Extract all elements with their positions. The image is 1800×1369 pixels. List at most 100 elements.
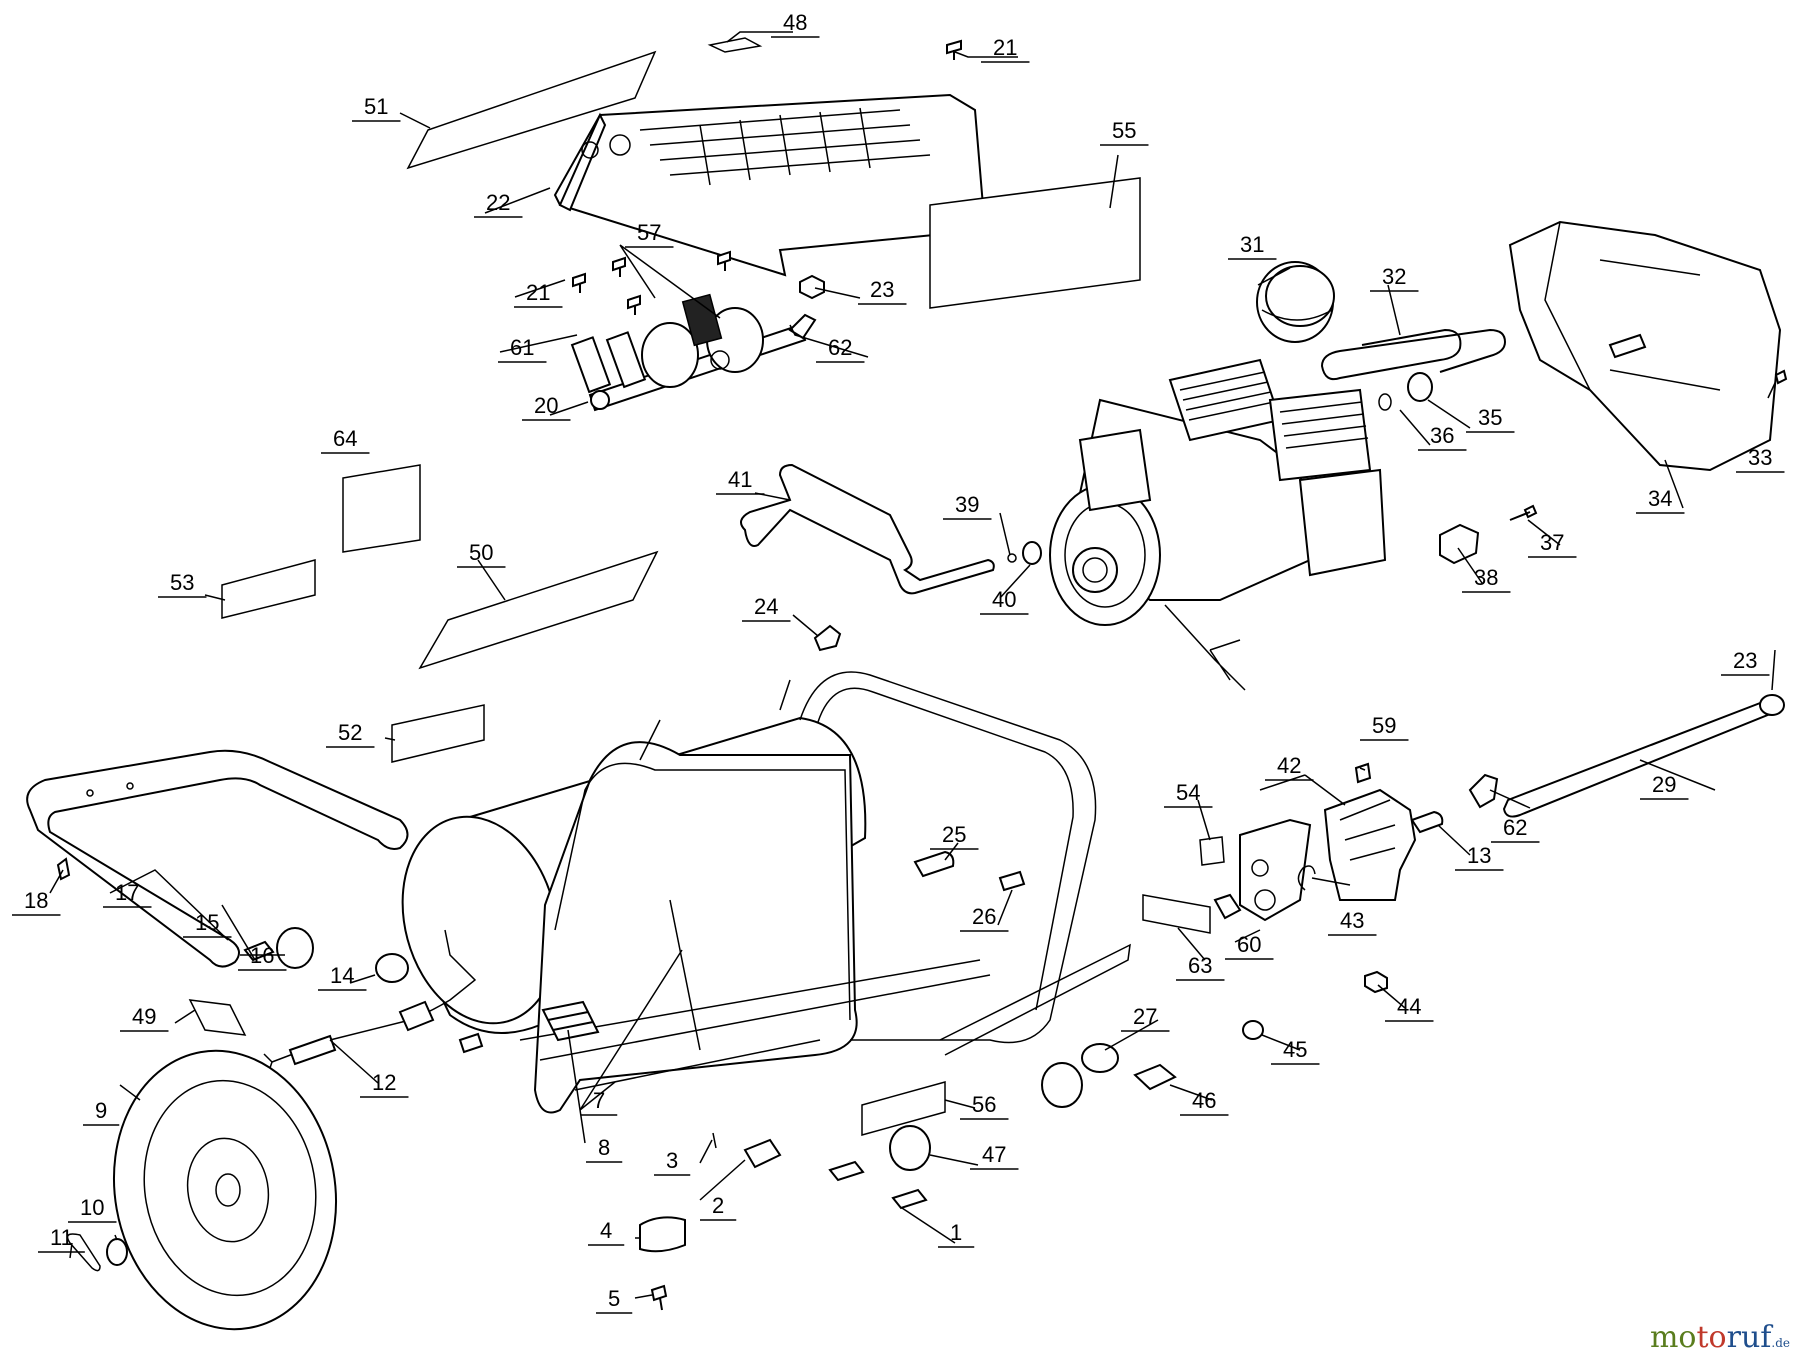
callout-25: 25 [942, 822, 966, 847]
bushing-14 [375, 953, 409, 983]
watermark-tld: .de [1771, 1336, 1790, 1350]
clip-43 [1297, 865, 1316, 891]
callout-61: 61 [510, 335, 534, 360]
callout-56: 56 [972, 1092, 996, 1117]
pressure-switch [1213, 788, 1417, 922]
callout-45: 45 [1283, 1037, 1307, 1062]
callout-16: 16 [250, 943, 274, 968]
valve-2 [743, 1138, 782, 1169]
callout-38: 38 [1474, 565, 1498, 590]
pump-motor [1049, 358, 1387, 691]
callout-1: 1 [950, 1220, 962, 1245]
callout-7: 7 [593, 1088, 605, 1113]
callout-35: 35 [1478, 405, 1502, 430]
watermark-part1: mo [1649, 1320, 1697, 1355]
callout-13: 13 [1467, 843, 1491, 868]
decal-52 [391, 704, 485, 763]
screw-33 [1774, 369, 1788, 385]
callout-8: 8 [598, 1135, 610, 1160]
callout-48: 48 [783, 10, 807, 35]
bushing-47 [889, 1125, 931, 1171]
callout-34: 34 [1648, 486, 1672, 511]
callout-29: 29 [1652, 772, 1676, 797]
callout-63: 63 [1188, 953, 1212, 978]
spring-8 [541, 1000, 600, 1042]
callout-4: 4 [600, 1218, 612, 1243]
pin-3 [712, 1132, 717, 1149]
decal-55 [929, 177, 1141, 309]
bushing-27-b [1041, 1062, 1083, 1108]
callout-17: 17 [115, 880, 139, 905]
elbow-62-right [1468, 773, 1499, 809]
callout-57: 57 [637, 220, 661, 245]
decal-54 [1199, 836, 1225, 866]
callout-32: 32 [1382, 264, 1406, 289]
manifold-assembly [570, 293, 817, 412]
knob-59 [1354, 762, 1372, 784]
bolt-37 [1509, 504, 1538, 521]
decal-63 [1142, 894, 1211, 934]
cotter-pin-11 [66, 1233, 101, 1272]
decal-50 [418, 550, 659, 670]
callout-39: 39 [955, 492, 979, 517]
callout-51: 51 [364, 94, 388, 119]
decal-53 [221, 559, 316, 619]
fitting-25 [913, 850, 955, 878]
callout-11: 11 [50, 1225, 73, 1250]
screws-21-small [572, 39, 962, 315]
shroud-cover [553, 93, 987, 277]
watermark-part3: ruf [1726, 1320, 1772, 1355]
callout-62-top: 62 [828, 335, 852, 360]
callout-18: 18 [24, 888, 48, 913]
wheel-9 [112, 1049, 338, 1331]
rear-cover-34 [1508, 220, 1782, 472]
leader-lines [49, 31, 1776, 1299]
callout-23-right: 23 [1733, 648, 1757, 673]
fitting-24 [813, 624, 842, 652]
tube-41 [740, 463, 995, 595]
callout-23-top: 23 [870, 277, 894, 302]
ring-39 [1007, 553, 1017, 563]
washer-36 [1378, 393, 1392, 411]
fitting-26 [998, 870, 1026, 892]
callout-43: 43 [1340, 908, 1364, 933]
screw-5 [650, 1284, 668, 1311]
callout-31: 31 [1240, 232, 1264, 257]
callout-26: 26 [972, 904, 996, 929]
callout-47: 47 [982, 1142, 1006, 1167]
nut-35 [1407, 372, 1433, 402]
callout-62-right: 62 [1503, 815, 1527, 840]
callout-46: 46 [1192, 1088, 1216, 1113]
callout-labels: 1 2 3 4 5 7 8 9 10 11 12 13 14 15 16 17 … [12, 10, 1785, 1314]
motoruf-watermark-logo: motoruf.de [1650, 1320, 1790, 1355]
decal-51 [406, 50, 657, 170]
frame [519, 671, 1131, 1114]
bushing-27-a [1081, 1043, 1119, 1073]
foot-4 [639, 1216, 686, 1253]
callout-22: 22 [486, 190, 510, 215]
nut-23-right [1759, 694, 1785, 716]
callout-2: 2 [712, 1193, 724, 1218]
callout-20: 20 [534, 393, 558, 418]
callout-5: 5 [608, 1286, 620, 1311]
nut-45 [1242, 1020, 1264, 1040]
callout-41: 41 [728, 467, 752, 492]
decal-64 [342, 464, 421, 553]
tube-32 [1320, 328, 1507, 381]
decal-48 [707, 37, 763, 53]
callout-44: 44 [1397, 994, 1421, 1019]
callout-50: 50 [469, 540, 493, 565]
callout-21-top: 21 [993, 35, 1017, 60]
fitting-46 [1133, 1063, 1177, 1091]
callout-60: 60 [1237, 932, 1261, 957]
nut-23-top [799, 274, 825, 300]
callout-37: 37 [1540, 530, 1564, 555]
callout-42: 42 [1277, 753, 1301, 778]
callout-33: 33 [1748, 445, 1772, 470]
callout-55: 55 [1112, 118, 1136, 143]
foot-pad-extra [828, 1160, 865, 1182]
decal-56 [861, 1081, 946, 1136]
callout-53: 53 [170, 570, 194, 595]
